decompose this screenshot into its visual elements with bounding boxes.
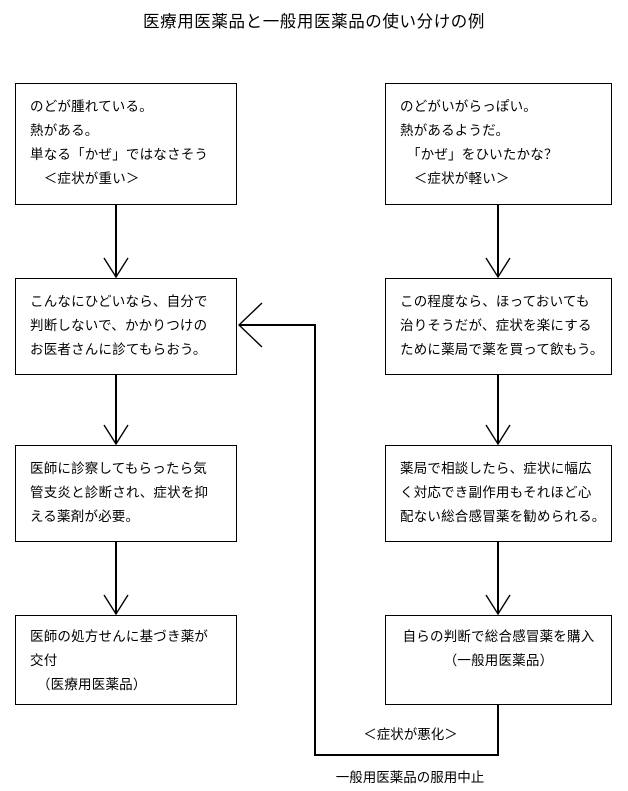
arrowhead-diagnosis-to-rx	[103, 594, 129, 616]
node-line: える薬剤が必要。	[30, 509, 140, 525]
node-see-doctor[interactable]: こんなにひどいなら、自分で 判断しないで、かかりつけの お医者さんに診てもらおう…	[15, 278, 237, 375]
node-line-severity: ＜症状が重い＞	[30, 171, 140, 187]
node-line: 医師の処方せんに基づき薬が	[30, 629, 209, 645]
node-line: 判断しないで、かかりつけの	[30, 318, 208, 334]
arrowhead-feedback-to-doctor	[237, 302, 263, 348]
node-line: 交付	[30, 653, 58, 669]
node-line-severity: ＜症状が軽い＞	[400, 171, 510, 187]
node-line: 「かぜ」をひいたかな？	[400, 147, 558, 163]
node-line-category: （一般用医薬品）	[443, 653, 554, 669]
node-line: 治りそうだが、症状を楽にする	[400, 318, 592, 334]
node-line: こんなにひどいなら、自分で	[30, 294, 208, 310]
node-line: 熱がある。	[30, 123, 99, 139]
node-line: 医師に診察してもらったら気	[30, 461, 208, 477]
node-line-category: （医療用医薬品）	[30, 677, 147, 693]
arrowhead-advice-to-otc	[485, 594, 511, 616]
node-symptoms-mild-text: のどがいがらっぽい。 熱があるようだ。 「かぜ」をひいたかな？ ＜症状が軽い＞	[386, 84, 611, 191]
node-line: のどが腫れている。	[30, 99, 153, 115]
node-line: お医者さんに診てもらおう。	[30, 342, 207, 358]
node-pharmacy-advice[interactable]: 薬局で相談したら、症状に幅広 く対応でき副作用もそれほど心 配ない総合感冒薬を勧…	[385, 445, 612, 542]
node-line: のどがいがらっぽい。	[400, 99, 537, 115]
node-line: ために薬局で薬を買って飲もう。	[400, 342, 604, 358]
node-symptoms-severe[interactable]: のどが腫れている。 熱がある。 単なる「かぜ」ではなさそう ＜症状が重い＞	[15, 83, 237, 205]
node-diagnosis-bronchitis-text: 医師に診察してもらったら気 管支炎と診断され、症状を抑 える薬剤が必要。	[16, 446, 236, 529]
node-see-doctor-text: こんなにひどいなら、自分で 判断しないで、かかりつけの お医者さんに診てもらおう…	[16, 279, 236, 362]
node-line: 単なる「かぜ」ではなさそう	[30, 147, 209, 163]
node-buy-otc-medicine[interactable]: この程度なら、ほっておいても 治りそうだが、症状を楽にする ために薬局で薬を買っ…	[385, 278, 612, 375]
label-stop-otc-use: 一般用医薬品の服用中止	[335, 770, 485, 786]
node-line: 管支炎と診断され、症状を抑	[30, 485, 209, 501]
node-buy-otc-medicine-text: この程度なら、ほっておいても 治りそうだが、症状を楽にする ために薬局で薬を買っ…	[386, 279, 611, 362]
node-diagnosis-bronchitis[interactable]: 医師に診察してもらったら気 管支炎と診断され、症状を抑 える薬剤が必要。	[15, 445, 237, 542]
node-symptoms-severe-text: のどが腫れている。 熱がある。 単なる「かぜ」ではなさそう ＜症状が重い＞	[16, 84, 236, 191]
node-line: この程度なら、ほっておいても	[400, 294, 590, 310]
node-line: 薬局で相談したら、症状に幅広	[400, 461, 592, 477]
arrowhead-otcbuy-to-advice	[485, 424, 511, 446]
node-line: く対応でき副作用もそれほど心	[400, 485, 592, 501]
label-symptoms-worsen: ＜症状が悪化＞	[363, 727, 458, 743]
arrowhead-mild-to-otcbuy	[485, 257, 511, 279]
node-prescription-drug-text: 医師の処方せんに基づき薬が 交付 （医療用医薬品）	[16, 616, 236, 697]
node-line: 熱があるようだ。	[400, 123, 510, 139]
node-otc-drug-text: 自らの判断で総合感冒薬を購入 （一般用医薬品）	[386, 616, 611, 673]
page-title: 医療用医薬品と一般用医薬品の使い分けの例	[143, 12, 485, 31]
node-prescription-drug[interactable]: 医師の処方せんに基づき薬が 交付 （医療用医薬品）	[15, 615, 237, 705]
arrowhead-doctor-to-diagnosis	[103, 424, 129, 446]
node-line: 配ない総合感冒薬を勧められる。	[400, 509, 606, 525]
node-pharmacy-advice-text: 薬局で相談したら、症状に幅広 く対応でき副作用もそれほど心 配ない総合感冒薬を勧…	[386, 446, 611, 529]
node-line: 自らの判断で総合感冒薬を購入	[402, 629, 595, 645]
node-symptoms-mild[interactable]: のどがいがらっぽい。 熱があるようだ。 「かぜ」をひいたかな？ ＜症状が軽い＞	[385, 83, 612, 205]
node-otc-drug[interactable]: 自らの判断で総合感冒薬を購入 （一般用医薬品）	[385, 615, 612, 705]
arrowhead-severe-to-doctor	[103, 257, 129, 279]
